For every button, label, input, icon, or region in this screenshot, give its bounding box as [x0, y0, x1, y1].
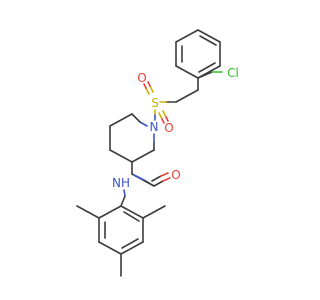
- amide-oxygen-label: O: [171, 168, 180, 182]
- bond: [109, 149, 133, 163]
- bond: [165, 116, 169, 122]
- bond: [131, 113, 141, 123]
- bond: [131, 149, 155, 163]
- bond: [162, 110, 167, 118]
- bond: [175, 65, 199, 79]
- methyl-bond: [76, 205, 100, 219]
- bond: [160, 172, 169, 177]
- bond: [161, 118, 165, 124]
- bond: [151, 175, 162, 182]
- sulfonyl-oxygen-upper-label: O: [137, 71, 146, 85]
- sulfonyl-oxygen-lower-label: O: [164, 121, 173, 135]
- bond: [120, 205, 144, 219]
- bond: [133, 174, 145, 181]
- aromatic-bond: [198, 62, 216, 73]
- atom-labels: Cl S O O N O NH: [112, 66, 239, 190]
- bond: [147, 81, 151, 87]
- chlorine-label: Cl: [227, 66, 239, 80]
- bond: [143, 179, 155, 187]
- bond: [153, 180, 164, 187]
- aromatic-bond: [123, 211, 140, 222]
- sulfur-label: S: [151, 96, 159, 110]
- bond: [98, 241, 122, 255]
- bond: [123, 189, 126, 197]
- bond: [162, 177, 171, 182]
- piperidine-nitrogen-label: N: [150, 120, 159, 134]
- bond: [143, 83, 147, 89]
- aromatic-bond: [121, 238, 139, 249]
- bond: [109, 113, 133, 127]
- molecule-structure: Cl S O O N O NH: [76, 29, 239, 277]
- bond: [197, 29, 221, 43]
- methyl-bond: [142, 205, 166, 219]
- bond: [139, 121, 148, 127]
- bond: [98, 205, 122, 219]
- bond: [145, 87, 150, 95]
- aromatic-bond: [199, 35, 217, 46]
- bond: [175, 89, 199, 103]
- bond: [175, 29, 199, 43]
- bond: [149, 85, 154, 93]
- bond: [158, 112, 163, 120]
- bonds: [76, 29, 223, 277]
- bond: [120, 195, 126, 207]
- bond: [197, 71, 213, 79]
- amide-nitrogen-label: NH: [112, 176, 130, 190]
- bond: [120, 241, 144, 255]
